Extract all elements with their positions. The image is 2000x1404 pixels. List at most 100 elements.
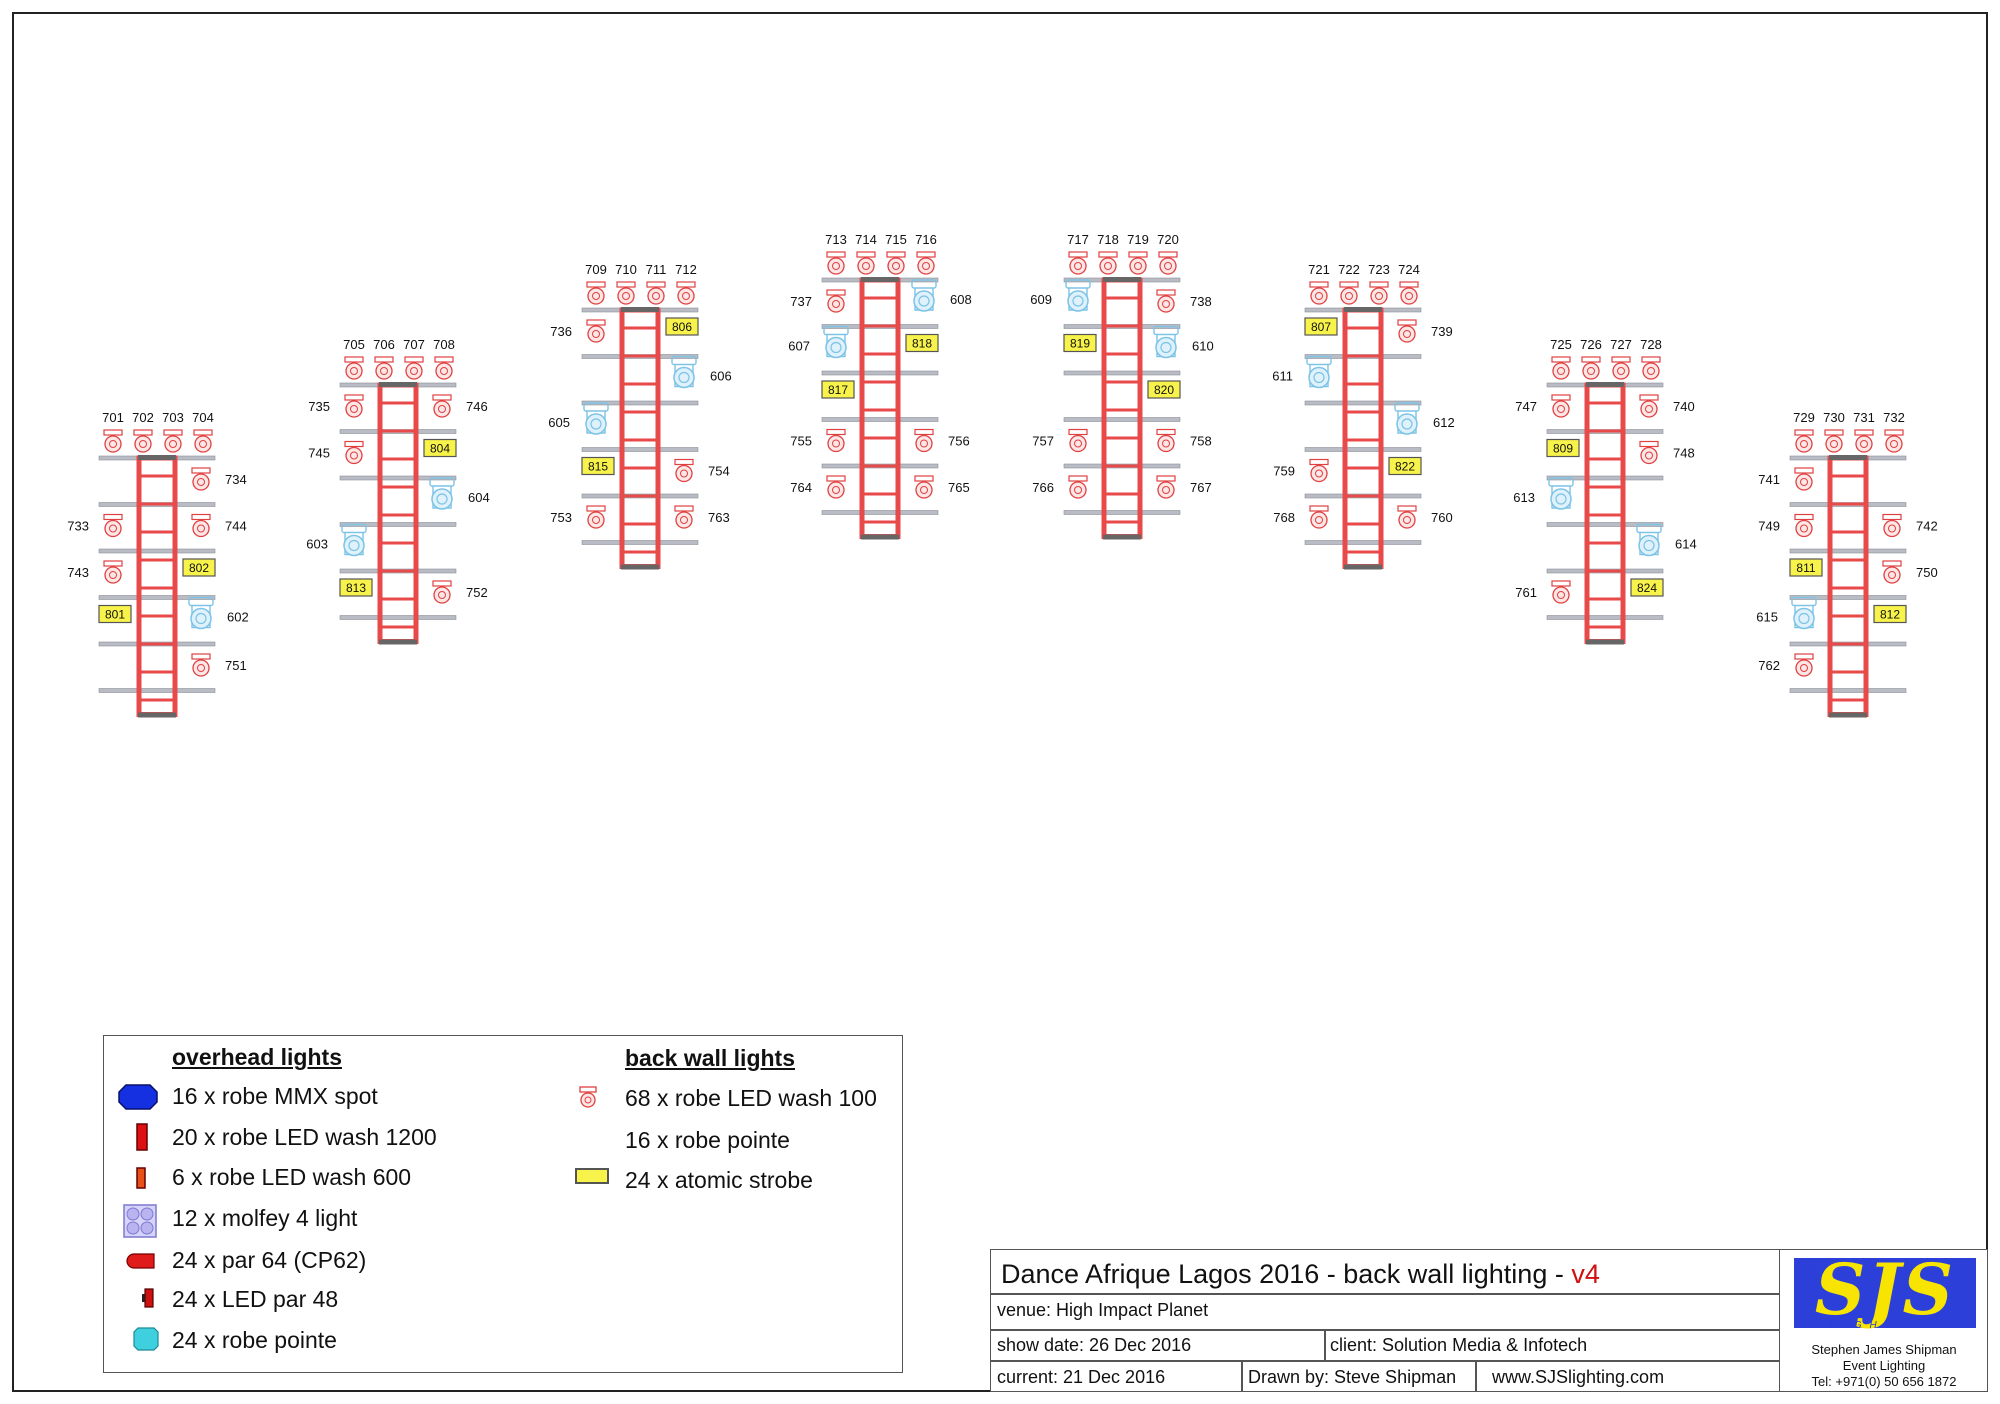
fixture-number: 733 [67,519,89,534]
truss-cap-top [1829,455,1867,460]
led-wash-100-icon [579,1086,597,1108]
strobe-label: 819 [1070,337,1090,351]
pipe [821,417,939,422]
wash-fixture [1551,394,1571,418]
strobe-label: 813 [346,581,366,595]
fixture-number: 751 [225,658,247,673]
legend-panel: overhead lights back wall lights 16 x ro… [103,1035,903,1373]
pipe [1789,688,1907,693]
wash-fixture [1882,560,1902,584]
pipe [821,510,939,515]
fixture-number: 768 [1273,510,1295,525]
fixture-number: 606 [710,369,732,384]
top-wash-fixture [163,429,183,453]
truss-cap-bottom [1829,712,1867,718]
pipe [1546,475,1664,481]
top-wash-fixture [1794,429,1814,453]
pipe [581,447,699,452]
pipe [1789,595,1907,600]
pointe-fixture [1153,325,1179,359]
pipe [1546,615,1664,620]
fixture-number: 613 [1513,490,1535,505]
company-phone: Tel: +971(0) 50 656 1872 [1811,1374,1957,1389]
fixture-number: 723 [1368,262,1390,277]
company-logo: SJS LIGHTING Stephen James Shipman Event… [1779,1248,1988,1391]
fixture-number: 610 [1192,339,1214,354]
strobe-label: 802 [189,561,209,575]
wash-fixture [1882,513,1902,538]
strobe-fixture: 819 [1063,333,1097,353]
strobe-fixture: 820 [1147,380,1181,399]
fixture-number: 713 [825,232,847,247]
wash-fixture [1068,475,1088,499]
legend-item-par64: 24 x par 64 (CP62) [172,1247,367,1273]
truss-cap-top [138,455,176,460]
truss-frame [1342,307,1384,569]
top-wash-fixture [434,356,454,380]
top-wash-fixture [1611,356,1631,380]
wash-fixture [674,458,694,483]
fixture-number: 703 [162,410,184,425]
fixture-number: 753 [550,510,572,525]
wash-fixture [1639,394,1659,418]
wash-fixture [1156,428,1176,453]
fixture-number: 741 [1758,472,1780,487]
pipe [98,548,216,554]
molfey-icon [123,1204,157,1238]
top-wash-fixture [1884,429,1904,453]
truss-cap-bottom [1344,564,1382,570]
fixture-number: 729 [1793,410,1815,425]
strobe-fixture: 815 [581,456,615,476]
fixture-number: 764 [790,480,812,495]
fixture-number: 732 [1883,410,1905,425]
top-wash-fixture [1068,251,1088,275]
fixture-number: 722 [1338,262,1360,277]
logo-background [1794,1258,1976,1328]
fixture-number: 763 [708,510,730,525]
wash-fixture [191,513,211,538]
company-role: Event Lighting [1842,1358,1926,1373]
strobe-fixture: 806 [665,317,699,336]
truss-frame [1101,277,1143,539]
top-wash-fixture [344,356,364,380]
title-block: Dance Afrique Lagos 2016 - back wall lig… [990,1248,1988,1392]
legend-item-led-wash-100: 68 x robe LED wash 100 [625,1085,877,1111]
top-wash-fixture [1369,281,1389,305]
top-wash-fixture [1854,429,1874,453]
wash-fixture [1551,580,1571,604]
fixture-number: 604 [468,490,490,505]
fixture-number: 719 [1127,232,1149,247]
wash-fixture [344,394,364,418]
fixture-number: 702 [132,410,154,425]
truss-cap-top [1586,382,1624,387]
strobe-label: 820 [1154,383,1174,397]
led-wash-1200-icon [136,1123,148,1151]
top-wash-fixture [616,281,636,305]
strobe-label: 817 [828,383,848,397]
fixture-number: 707 [403,337,425,352]
pointe-fixture [429,477,455,510]
wash-fixture [914,428,934,453]
pointe-fixture [1791,596,1817,630]
truss-frame [377,382,419,644]
top-wash-fixture [103,429,123,453]
fixture-number: 728 [1640,337,1662,352]
pipe [1063,370,1181,376]
legend-item-molfey: 12 x molfey 4 light [172,1205,358,1231]
wash-fixture [1309,458,1329,483]
fixture-number: 752 [466,585,488,600]
fixture-number: 740 [1673,399,1695,414]
top-wash-fixture [826,251,846,275]
drawing-title: Dance Afrique Lagos 2016 - back wall lig… [1001,1259,1600,1290]
truss-frame [619,307,661,569]
pointe-fixture [583,402,609,435]
pipe [821,370,939,376]
fixture-number: 766 [1032,480,1054,495]
pipe [1304,540,1422,545]
top-wash-fixture [1641,356,1661,380]
wash-fixture [1156,475,1176,499]
fixture-number: 608 [950,292,972,307]
